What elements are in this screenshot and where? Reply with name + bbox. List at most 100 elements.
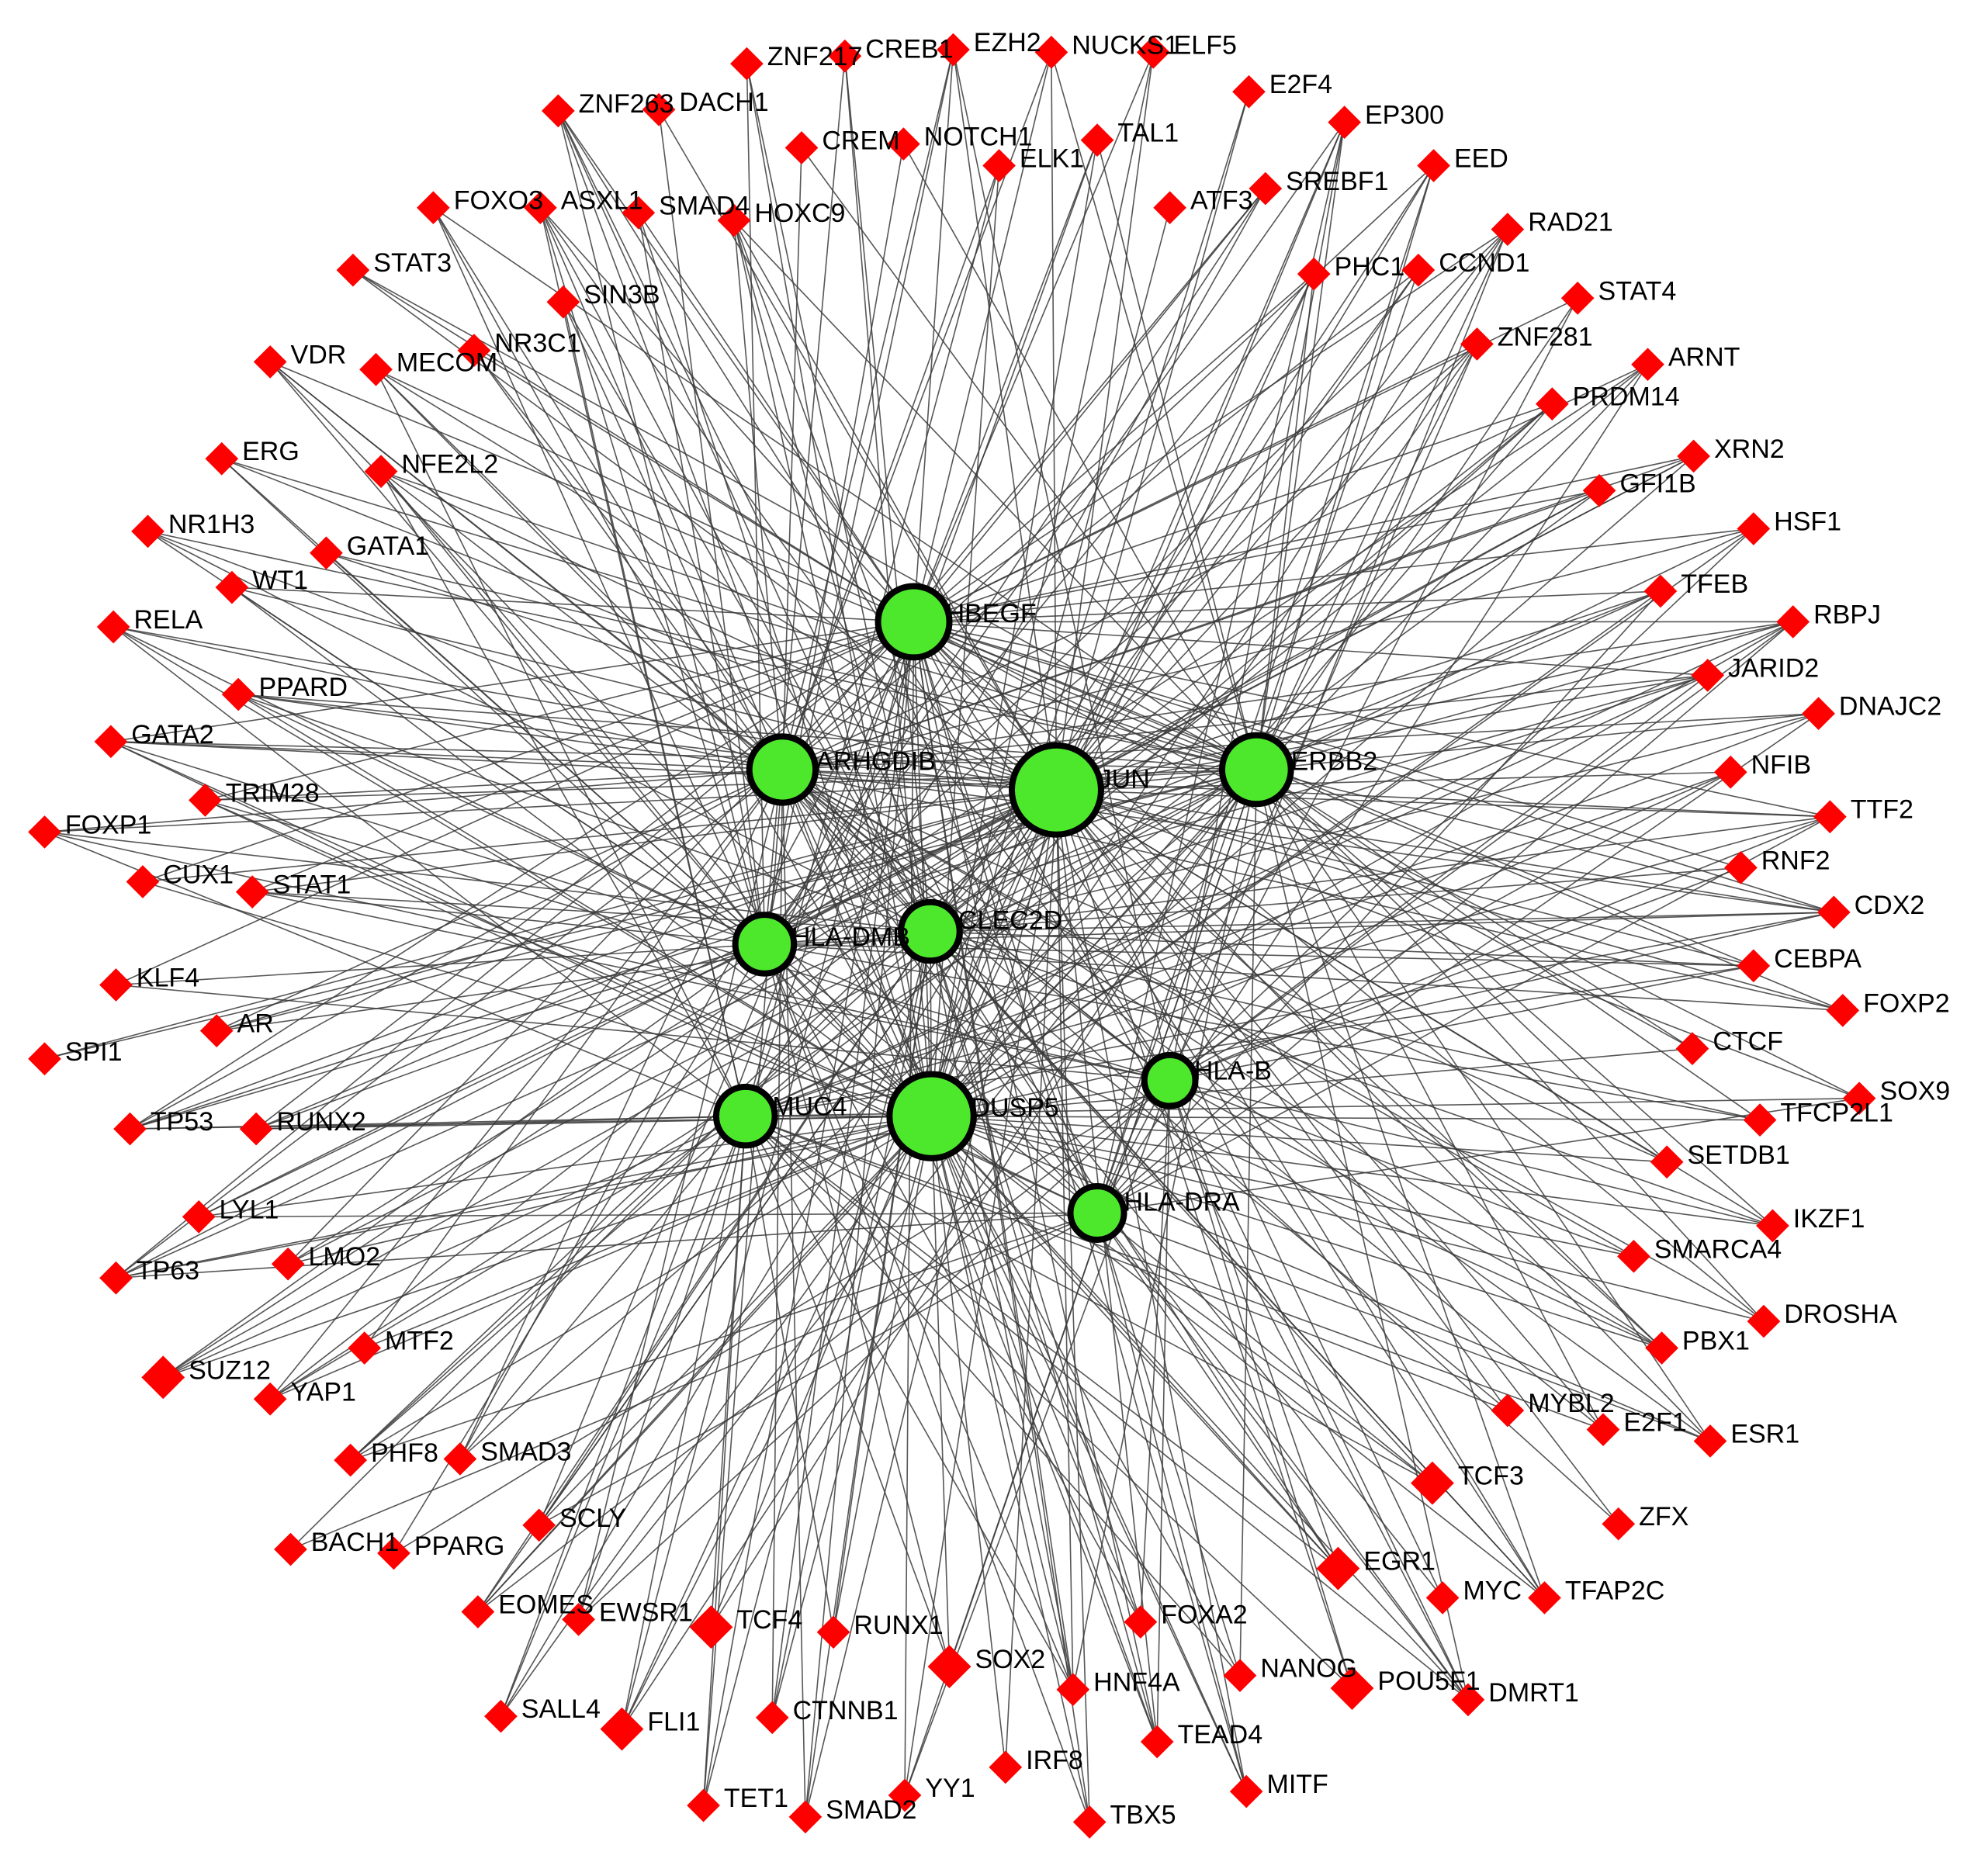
tf-node-tfcp2l1[interactable] — [1743, 1103, 1777, 1137]
tf-node-gata1[interactable] — [310, 536, 343, 570]
tf-node-stat4[interactable] — [1560, 281, 1595, 315]
tf-node-suz12[interactable] — [141, 1355, 185, 1400]
hub-node-clec2d[interactable] — [898, 898, 963, 964]
tf-node-tead4[interactable] — [1140, 1725, 1174, 1759]
tf-node-pbx1[interactable] — [1645, 1331, 1678, 1365]
tf-node-cux1[interactable] — [126, 865, 160, 898]
tf-node-yap1[interactable] — [253, 1382, 287, 1416]
tf-node-klf4[interactable] — [99, 968, 133, 1002]
tf-node-drosha[interactable] — [1747, 1304, 1781, 1338]
tf-node-tcf3[interactable] — [1411, 1461, 1454, 1505]
tf-node-scly[interactable] — [522, 1508, 556, 1542]
tf-node-e2f1[interactable] — [1586, 1413, 1620, 1447]
tf-node-nr1h3[interactable] — [131, 514, 165, 549]
tf-node-sall4[interactable] — [484, 1699, 518, 1733]
tf-node-egr1[interactable] — [1316, 1546, 1360, 1590]
tf-node-tbx5[interactable] — [1072, 1805, 1107, 1839]
tf-node-eomes[interactable] — [461, 1595, 495, 1628]
tf-node-vdr[interactable] — [253, 345, 287, 379]
tf-node-lmo2[interactable] — [271, 1247, 305, 1281]
tf-node-tfap2c[interactable] — [1528, 1581, 1561, 1615]
tf-node-prdm14[interactable] — [1535, 387, 1569, 421]
tf-node-hnf4a[interactable] — [1056, 1673, 1090, 1707]
tf-node-nanog[interactable] — [1223, 1659, 1257, 1692]
hub-node-hla-dra[interactable] — [1067, 1182, 1127, 1243]
tf-node-nfib[interactable] — [1713, 755, 1747, 789]
tf-node-znf217[interactable] — [730, 47, 764, 81]
tf-node-stat1[interactable] — [235, 875, 269, 909]
tf-node-gfi1b[interactable] — [1582, 473, 1616, 507]
tf-node-nucks1[interactable] — [1034, 35, 1068, 69]
tf-node-wt1[interactable] — [215, 570, 249, 604]
tf-node-pou5f1[interactable] — [1330, 1666, 1374, 1710]
tf-node-crem[interactable] — [784, 131, 819, 164]
tf-node-dnajc2[interactable] — [1802, 697, 1835, 731]
tf-node-foxa2[interactable] — [1124, 1605, 1158, 1639]
tf-node-elf5[interactable] — [1136, 35, 1170, 69]
tf-node-sox2[interactable] — [927, 1645, 971, 1689]
tf-node-rela[interactable] — [96, 610, 130, 644]
tf-node-erg[interactable] — [205, 441, 239, 476]
tf-node-tet1[interactable] — [687, 1788, 720, 1822]
tf-node-myc[interactable] — [1425, 1581, 1460, 1615]
hub-node-hla-dmb[interactable] — [732, 912, 798, 977]
tf-node-pparg[interactable] — [377, 1536, 410, 1570]
tf-node-smad4[interactable] — [622, 196, 656, 230]
tf-node-dmrt1[interactable] — [1451, 1683, 1485, 1717]
tf-node-cebpa[interactable] — [1737, 949, 1771, 983]
tf-node-foxp2[interactable] — [1826, 994, 1860, 1027]
tf-node-foxo3[interactable] — [417, 191, 450, 225]
tf-node-phf8[interactable] — [334, 1443, 367, 1477]
tf-node-asxl1[interactable] — [523, 191, 557, 225]
tf-node-sin3b[interactable] — [546, 285, 580, 319]
hub-node-dusp5[interactable] — [886, 1071, 977, 1161]
tf-node-eed[interactable] — [1417, 149, 1450, 182]
tf-node-nfe2l2[interactable] — [364, 455, 398, 489]
tf-node-rnf2[interactable] — [1724, 851, 1758, 884]
tf-node-hsf1[interactable] — [1737, 512, 1771, 545]
tf-node-sox9[interactable] — [1842, 1082, 1876, 1116]
tf-node-rad21[interactable] — [1491, 213, 1525, 246]
tf-node-ccnd1[interactable] — [1401, 253, 1436, 287]
tf-node-ar[interactable] — [199, 1014, 234, 1047]
tf-node-ezh2[interactable] — [937, 33, 970, 67]
tf-node-ep300[interactable] — [1328, 106, 1361, 140]
tf-node-runx1[interactable] — [816, 1615, 850, 1649]
tf-node-ctnnb1[interactable] — [755, 1701, 789, 1735]
tf-node-zfx[interactable] — [1602, 1507, 1636, 1541]
tf-node-smad3[interactable] — [443, 1442, 477, 1476]
tf-node-cdx2[interactable] — [1817, 895, 1851, 929]
tf-node-fli1[interactable] — [600, 1707, 644, 1751]
tf-node-e2f4[interactable] — [1232, 74, 1266, 109]
tf-node-ttf2[interactable] — [1813, 800, 1847, 834]
tf-node-atf3[interactable] — [1153, 191, 1186, 225]
tf-node-irf8[interactable] — [989, 1750, 1023, 1784]
tf-node-ikzf1[interactable] — [1756, 1209, 1789, 1243]
tf-node-arnt[interactable] — [1631, 348, 1664, 382]
tf-node-nr3c1[interactable] — [457, 334, 491, 367]
tf-node-ctcf[interactable] — [1675, 1032, 1709, 1065]
tf-node-mecom[interactable] — [359, 352, 393, 386]
hub-node-muc4[interactable] — [712, 1083, 778, 1149]
tf-node-mybl2[interactable] — [1491, 1393, 1525, 1428]
tf-node-tfeb[interactable] — [1643, 574, 1678, 608]
tf-node-setdb1[interactable] — [1650, 1145, 1684, 1179]
tf-node-znf281[interactable] — [1460, 327, 1494, 361]
tf-node-mtf2[interactable] — [348, 1331, 382, 1365]
tf-node-elk1[interactable] — [982, 149, 1016, 182]
tf-node-znf263[interactable] — [541, 94, 575, 128]
tf-node-rbpj[interactable] — [1776, 605, 1810, 639]
tf-node-xrn2[interactable] — [1677, 439, 1710, 473]
tf-node-lyl1[interactable] — [182, 1200, 216, 1234]
tf-node-trim28[interactable] — [189, 784, 222, 817]
tf-node-notch1[interactable] — [887, 127, 920, 161]
hub-node-erbb2[interactable] — [1218, 732, 1294, 808]
tf-node-dach1[interactable] — [642, 92, 676, 126]
tf-node-tp63[interactable] — [99, 1261, 133, 1295]
hub-node-hbegf[interactable] — [875, 583, 953, 661]
tf-node-tal1[interactable] — [1080, 123, 1114, 157]
tf-node-creb1[interactable] — [828, 39, 862, 73]
tf-node-bach1[interactable] — [274, 1532, 307, 1566]
tf-node-tp53[interactable] — [113, 1112, 147, 1146]
tf-node-phc1[interactable] — [1297, 257, 1331, 291]
